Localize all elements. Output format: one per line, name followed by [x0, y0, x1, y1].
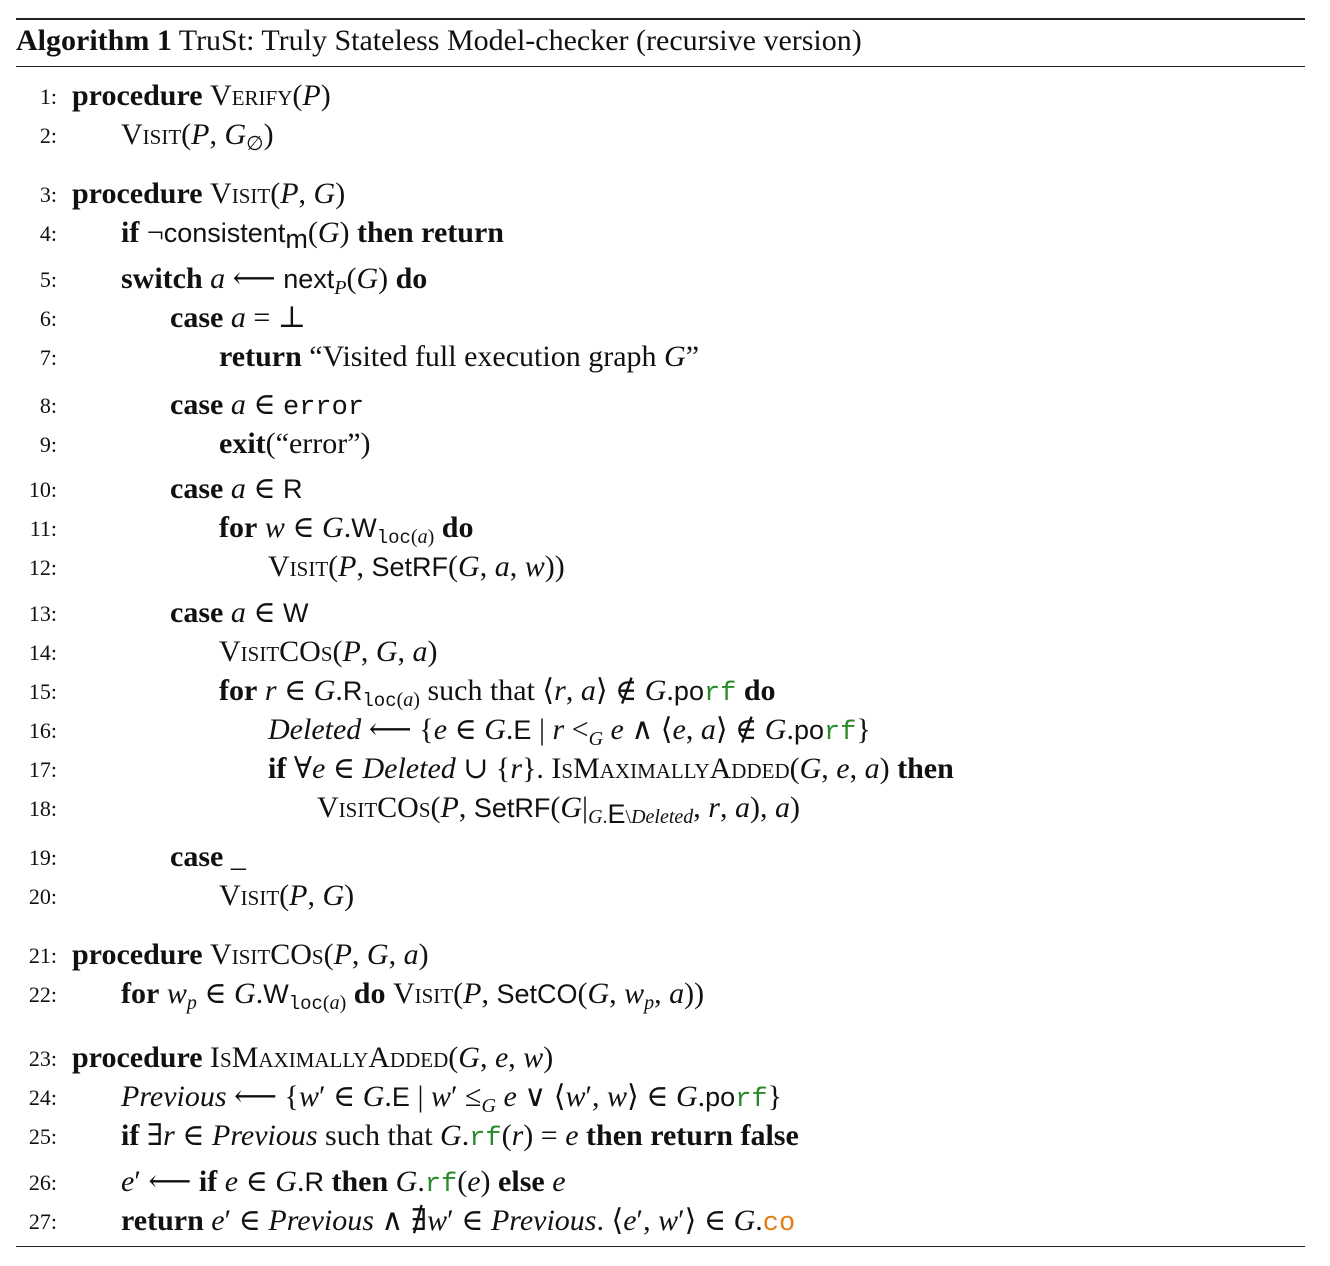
- algorithm-line: 23: procedure IsMaximallyAdded(G, e, w): [0, 1038, 1330, 1078]
- bottom-rule: [16, 1246, 1305, 1247]
- line-code: switch a ⟵ nextP(G) do: [121, 262, 428, 299]
- algorithm-line: 8: case a ∈ error: [0, 385, 1330, 425]
- algorithm-line: 19: case _: [0, 837, 1330, 877]
- line-number: 9:: [39, 432, 57, 457]
- line-number: 12:: [28, 555, 57, 580]
- line-number: 27:: [28, 1209, 57, 1234]
- line-number: 16:: [28, 718, 57, 743]
- line-number: 25:: [28, 1124, 57, 1149]
- line-code: VisitCOs(P, G, a): [219, 635, 438, 668]
- line-number: 7:: [39, 345, 57, 370]
- line-code: for r ∈ G.Rloc(a) such that ⟨r, a⟩ ∉ G.p…: [219, 674, 776, 712]
- line-number: 19:: [28, 845, 57, 870]
- algorithm-line: 20: Visit(P, G): [0, 876, 1330, 916]
- line-code: for w ∈ G.Wloc(a) do: [219, 511, 474, 549]
- line-number: 21:: [28, 943, 57, 968]
- line-code: case a ∈ error: [170, 388, 365, 423]
- line-number: 18:: [28, 796, 57, 821]
- line-code: case a ∈ W: [170, 596, 309, 629]
- line-code: if ∃r ∈ Previous such that G.rf(r) = e t…: [121, 1119, 799, 1154]
- line-code: for wp ∈ G.Wloc(a) do Visit(P, SetCO(G, …: [121, 977, 705, 1015]
- line-number: 15:: [28, 679, 57, 704]
- algorithm-line: 2: Visit(P, G∅): [0, 115, 1330, 155]
- line-code: procedure Verify(P): [72, 79, 331, 112]
- algorithm-label: Algorithm 1: [16, 24, 172, 57]
- top-rule: [16, 18, 1305, 20]
- algorithm-line: 3: procedure Visit(P, G): [0, 174, 1330, 214]
- line-code: procedure IsMaximallyAdded(G, e, w): [72, 1041, 554, 1074]
- algorithm-line: 7: return “Visited full execution graph G…: [0, 337, 1330, 377]
- line-number: 6:: [39, 306, 57, 331]
- algorithm-line: 5: switch a ⟵ nextP(G) do: [0, 259, 1330, 299]
- algorithm-line: 10: case a ∈ R: [0, 469, 1330, 509]
- algorithm-line: 21: procedure VisitCOs(P, G, a): [0, 935, 1330, 975]
- line-number: 13:: [28, 601, 57, 626]
- line-number: 1:: [39, 84, 57, 109]
- algorithm-line: 22: for wp ∈ G.Wloc(a) do Visit(P, SetCO(…: [0, 974, 1330, 1014]
- line-code: Deleted ⟵ {e ∈ G.E | r <G e ∧ ⟨e, a⟩ ∉ G…: [268, 713, 871, 750]
- algorithm-line: 25: if ∃r ∈ Previous such that G.rf(r) = …: [0, 1116, 1330, 1156]
- line-number: 22:: [28, 982, 57, 1007]
- line-number: 10:: [28, 477, 57, 502]
- caption-rule: [16, 66, 1305, 67]
- algorithm-line: 15: for r ∈ G.Rloc(a) such that ⟨r, a⟩ ∉ …: [0, 671, 1330, 711]
- algorithm-line: 1: procedure Verify(P): [0, 76, 1330, 116]
- line-number: 2:: [39, 123, 57, 148]
- line-number: 24:: [28, 1085, 57, 1110]
- line-code: if ¬consistentm(G) then return: [121, 216, 504, 254]
- line-number: 5:: [39, 267, 57, 292]
- line-code: if ∀e ∈ Deleted ∪ {r}. IsMaximallyAdded(…: [268, 752, 954, 785]
- line-code: Previous ⟵ {w′ ∈ G.E | w′ ≤G e ∨ ⟨w′, w⟩…: [121, 1080, 782, 1117]
- line-code: case a ∈ R: [170, 472, 303, 505]
- line-number: 14:: [28, 640, 57, 665]
- line-number: 3:: [39, 182, 57, 207]
- algorithm-line: 9: exit(“error”): [0, 424, 1330, 464]
- line-number: 23:: [28, 1046, 57, 1071]
- line-number: 8:: [39, 393, 57, 418]
- line-code: procedure VisitCOs(P, G, a): [72, 938, 429, 971]
- line-code: Visit(P, G): [219, 879, 355, 912]
- line-code: case _: [170, 840, 246, 873]
- algorithm-line: 18: VisitCOs(P, SetRF(G|G.E\Deleted, r, a…: [0, 788, 1330, 828]
- line-code: Visit(P, SetRF(G, a, w)): [268, 550, 565, 583]
- line-number: 26:: [28, 1170, 57, 1195]
- line-number: 20:: [28, 884, 57, 909]
- algorithm-caption: Algorithm 1 TruSt: Truly Stateless Model…: [16, 24, 862, 58]
- line-code: return e′ ∈ Previous ∧ ∄w′ ∈ Previous. ⟨…: [121, 1204, 796, 1239]
- algorithm-line: 26: e′ ⟵ if e ∈ G.R then G.rf(e) else e: [0, 1162, 1330, 1202]
- line-code: Visit(P, G∅): [121, 118, 274, 155]
- line-code: e′ ⟵ if e ∈ G.R then G.rf(e) else e: [121, 1165, 566, 1200]
- line-number: 4:: [39, 221, 57, 246]
- line-code: procedure Visit(P, G): [72, 177, 346, 210]
- algorithm-line: 6: case a = ⊥: [0, 298, 1330, 338]
- algorithm-line: 11: for w ∈ G.Wloc(a) do: [0, 508, 1330, 548]
- line-number: 11:: [29, 516, 57, 541]
- algorithm-line: 27: return e′ ∈ Previous ∧ ∄w′ ∈ Previous…: [0, 1201, 1330, 1241]
- algorithm-line: 4: if ¬consistentm(G) then return: [0, 213, 1330, 253]
- algorithm-line: 14: VisitCOs(P, G, a): [0, 632, 1330, 672]
- line-code: case a = ⊥: [170, 301, 306, 334]
- algorithm-title: TruSt: Truly Stateless Model-checker (re…: [178, 24, 862, 57]
- algorithm-line: 16: Deleted ⟵ {e ∈ G.E | r <G e ∧ ⟨e, a⟩ …: [0, 710, 1330, 750]
- line-code: exit(“error”): [219, 427, 371, 460]
- line-number: 17:: [28, 757, 57, 782]
- line-code: return “Visited full execution graph G”: [219, 340, 700, 373]
- algorithm-line: 12: Visit(P, SetRF(G, a, w)): [0, 547, 1330, 587]
- algorithm-line: 17: if ∀e ∈ Deleted ∪ {r}. IsMaximallyAdd…: [0, 749, 1330, 789]
- algorithm-line: 24: Previous ⟵ {w′ ∈ G.E | w′ ≤G e ∨ ⟨w′,…: [0, 1077, 1330, 1117]
- algorithm-line: 13: case a ∈ W: [0, 593, 1330, 633]
- line-code: VisitCOs(P, SetRF(G|G.E\Deleted, r, a), …: [317, 791, 800, 829]
